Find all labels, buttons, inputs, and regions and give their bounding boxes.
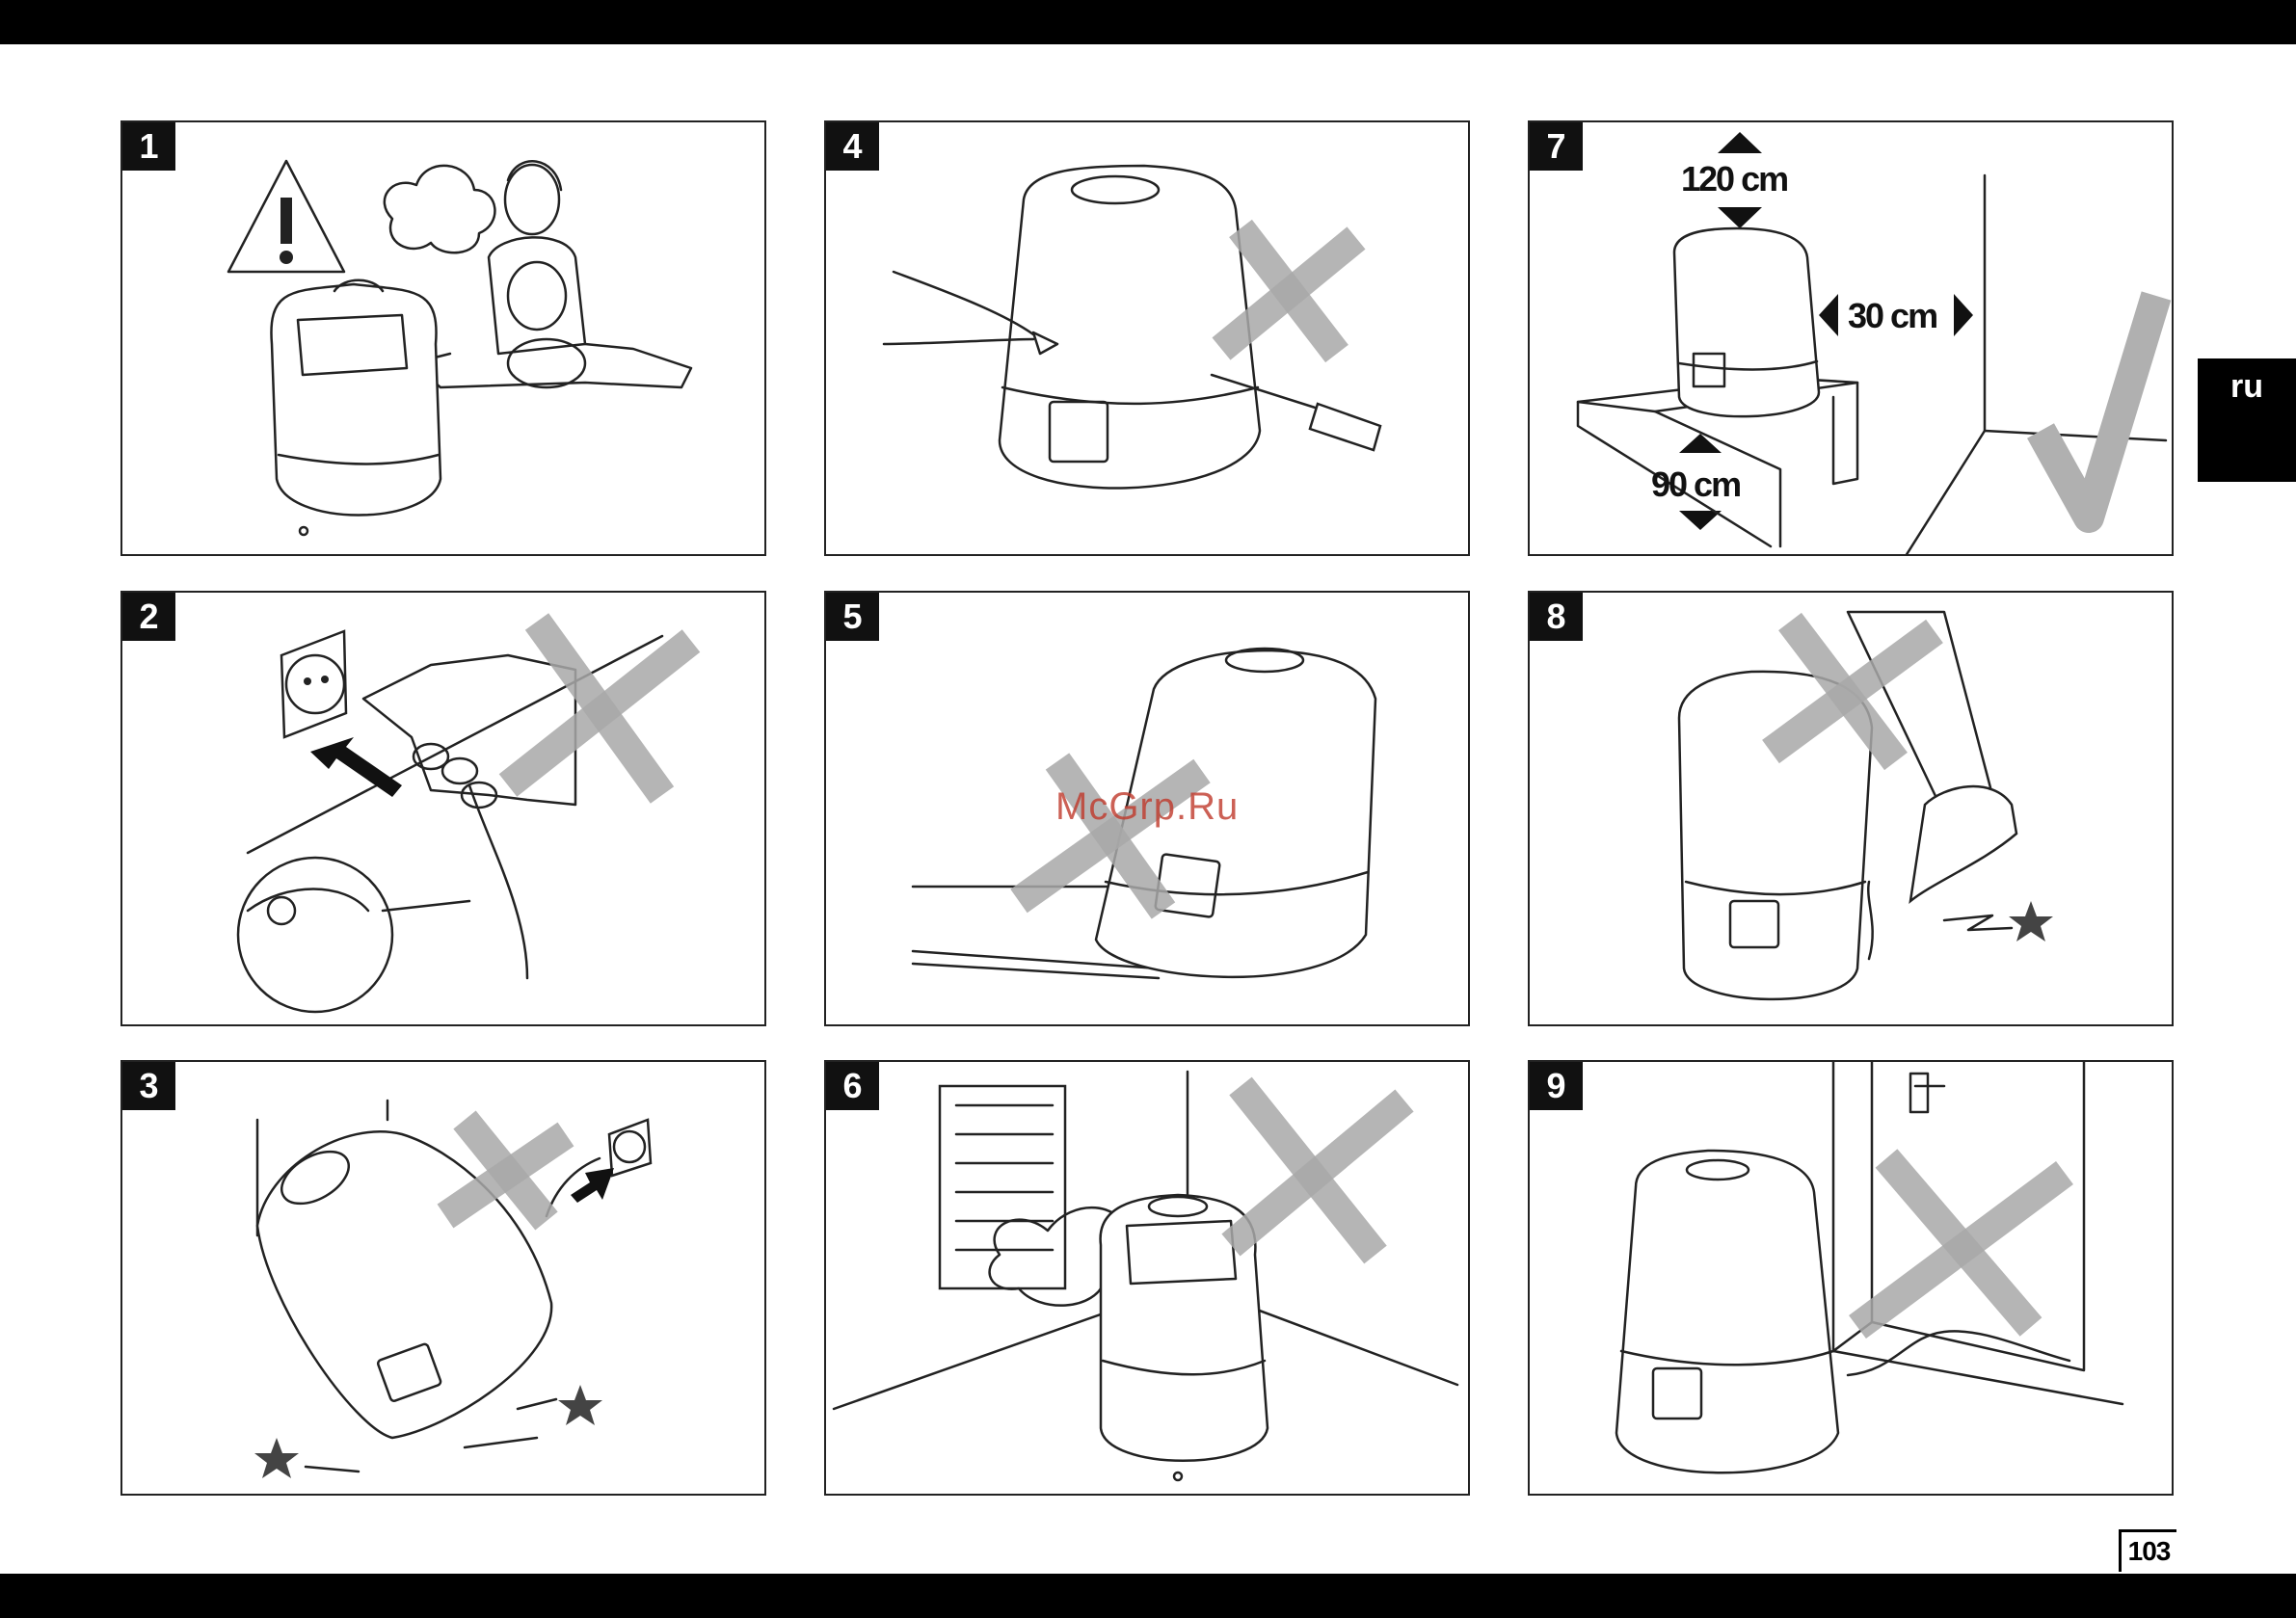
leg-and-shoe bbox=[1848, 612, 2016, 901]
top-bar bbox=[0, 0, 2296, 44]
panel-6: 6 bbox=[824, 1060, 1470, 1496]
humidifier bbox=[1674, 228, 1819, 416]
socket-icon bbox=[609, 1120, 651, 1176]
warning-illustration bbox=[122, 122, 766, 556]
panel-2: 2 bbox=[120, 591, 766, 1026]
page-number: 103 bbox=[2119, 1529, 2176, 1572]
arrow-icon bbox=[571, 1168, 614, 1203]
measure-height-clearance: 120 cm bbox=[1681, 159, 1787, 199]
child-figure bbox=[412, 161, 691, 387]
humidifier bbox=[1679, 672, 1873, 999]
watermark: McGrp.Ru bbox=[1055, 785, 1239, 829]
arrow-down-icon bbox=[1679, 511, 1722, 530]
humidifier bbox=[1000, 166, 1260, 489]
no-tip-over-illustration bbox=[122, 1062, 766, 1496]
check-icon bbox=[2041, 296, 2156, 517]
warning-icon bbox=[228, 161, 344, 272]
panel-number: 9 bbox=[1530, 1062, 1583, 1110]
no-tools-illustration bbox=[826, 122, 1470, 556]
star-icon bbox=[2009, 901, 2053, 942]
panel-number: 1 bbox=[122, 122, 175, 171]
hand-with-plug bbox=[363, 655, 575, 978]
measure-stand-height: 90 cm bbox=[1651, 464, 1740, 505]
panel-1: 1 bbox=[120, 120, 766, 556]
panel-4: 4 bbox=[824, 120, 1470, 556]
no-kick-illustration bbox=[1530, 593, 2174, 1026]
panel-number: 2 bbox=[122, 593, 175, 641]
panel-9: 9 bbox=[1528, 1060, 2174, 1496]
unplug-illustration bbox=[122, 593, 766, 1026]
prohibited-x bbox=[1231, 1086, 1404, 1255]
socket-icon bbox=[281, 631, 346, 737]
panel-number: 5 bbox=[826, 593, 879, 641]
arrow-up-icon bbox=[1718, 132, 1762, 153]
arrow-left-icon bbox=[1819, 294, 1838, 336]
detail-circle bbox=[238, 858, 469, 1012]
language-tab: ru bbox=[2198, 358, 2296, 482]
star-icon bbox=[254, 1438, 299, 1478]
humidifier bbox=[1616, 1151, 1838, 1472]
bottom-bar bbox=[0, 1574, 2296, 1618]
panel-number: 6 bbox=[826, 1062, 879, 1110]
panel-number: 4 bbox=[826, 122, 879, 171]
panel-3: 3 bbox=[120, 1060, 766, 1496]
prohibited-x bbox=[1857, 1158, 2065, 1327]
panel-number: 8 bbox=[1530, 593, 1583, 641]
impact-lines bbox=[1944, 915, 2012, 930]
arrow-up-icon bbox=[1679, 434, 1722, 453]
cord bbox=[1848, 1331, 2069, 1375]
prohibited-x bbox=[508, 622, 691, 795]
vent-grille-icon bbox=[940, 1086, 1065, 1288]
placement-illustration bbox=[1530, 122, 2174, 556]
panel-8: 8 bbox=[1528, 591, 2174, 1026]
panel-number: 7 bbox=[1530, 122, 1583, 171]
panel-7: 7 120 cm 30 cm 90 cm bbox=[1528, 120, 2174, 556]
panel-number: 3 bbox=[122, 1062, 175, 1110]
humidifier bbox=[271, 280, 441, 535]
no-vent-illustration bbox=[826, 1062, 1470, 1496]
no-doorway-illustration bbox=[1530, 1062, 2174, 1496]
arrow-icon bbox=[310, 737, 402, 797]
star-icon bbox=[558, 1385, 602, 1425]
arrow-down-icon bbox=[1718, 207, 1762, 228]
steam-cloud bbox=[385, 166, 495, 252]
arrow-right-icon bbox=[1954, 294, 1973, 336]
door-handle-icon bbox=[1910, 1074, 1944, 1112]
measure-side-clearance: 30 cm bbox=[1848, 296, 1936, 336]
